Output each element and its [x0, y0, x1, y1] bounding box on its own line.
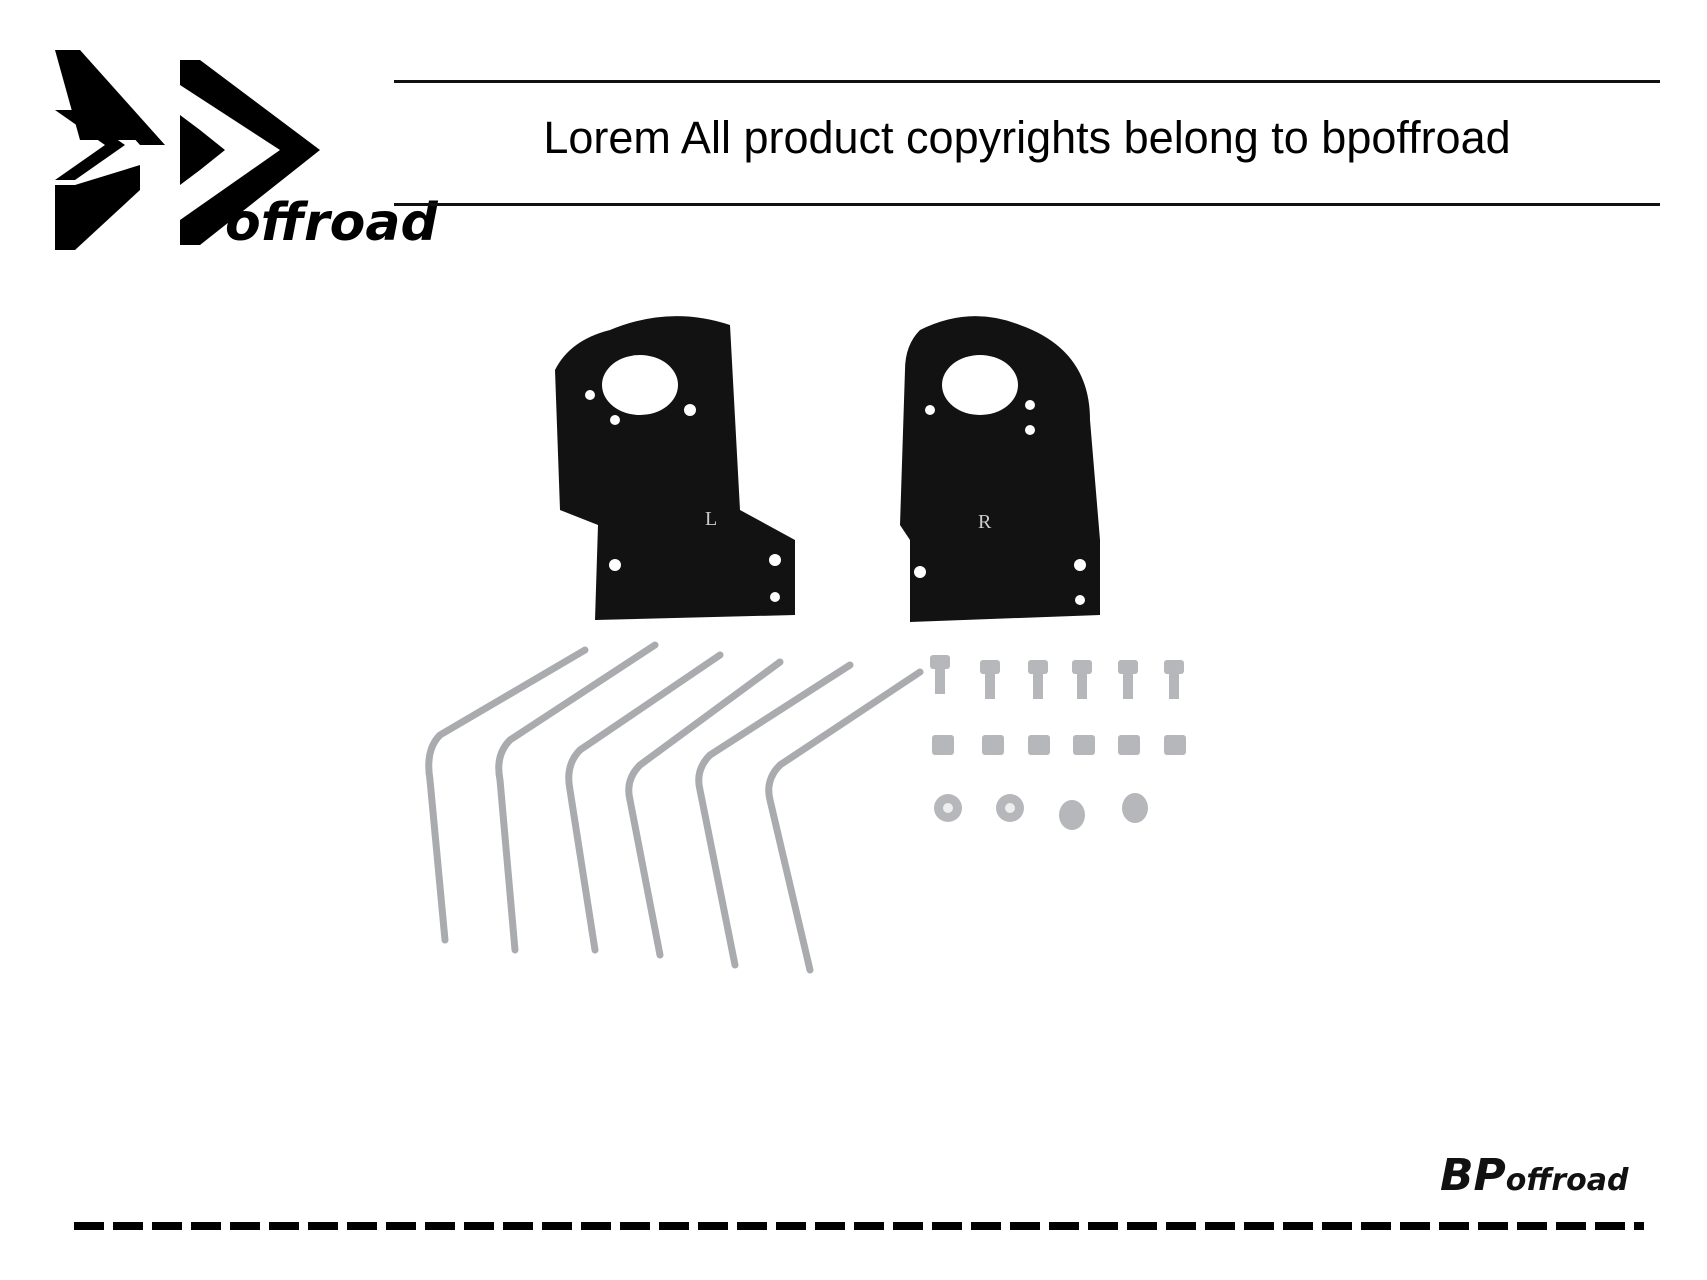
hardware — [930, 655, 1186, 830]
footer-logo-main: BP — [1440, 1150, 1506, 1201]
footer-logo: BPoffroad — [1440, 1150, 1629, 1201]
footer-logo-sub: offroad — [1505, 1163, 1629, 1198]
mounting-rods — [425, 641, 924, 974]
bracket-right: R — [900, 316, 1100, 622]
footer-dashed-rule — [74, 1222, 1644, 1230]
bracket-left-mark: L — [705, 508, 717, 530]
bracket-right-mark: R — [978, 511, 992, 533]
product-photo: L R — [425, 316, 1186, 974]
header-rule-bottom — [394, 203, 1660, 206]
svg-text:offroad: offroad — [225, 193, 438, 253]
bracket-left: L — [555, 316, 795, 620]
page-headline: Lorem All product copyrights belong to b… — [543, 112, 1511, 163]
header-rule-top — [394, 80, 1660, 83]
